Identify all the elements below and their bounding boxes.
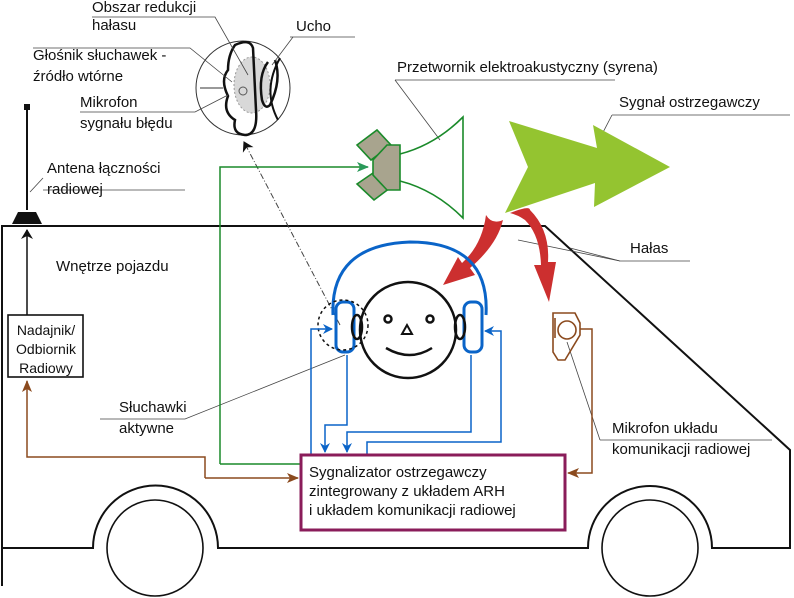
face-icon [350, 280, 467, 380]
antenna-icon [12, 104, 42, 224]
label-headphone-speaker: Głośnik słuchawek -źródło wtórne [33, 47, 167, 85]
radio-microphone-icon [552, 312, 581, 361]
radio-box [7, 314, 84, 378]
rear-wheel [106, 499, 204, 597]
label-ear: Ucho [296, 18, 332, 35]
label-transducer: Przetwornik elektroakustyczny (syrena) [397, 59, 658, 76]
noise-arrow-to-head [443, 215, 503, 285]
front-wheel [601, 499, 699, 597]
label-vehicle-interior: Wnętrze pojazdu [56, 258, 169, 275]
main-unit-box [299, 453, 567, 532]
label-warning-signal: Sygnał ostrzegawczy [619, 94, 760, 111]
label-noise: Hałas [630, 240, 669, 257]
vehicle-outline [1, 225, 791, 586]
warning-signal-arrow [505, 121, 670, 213]
ear-inset [195, 40, 291, 137]
noise-arrow-to-mic [510, 208, 556, 302]
siren-icon [355, 115, 464, 220]
leader-lines [29, 16, 790, 441]
